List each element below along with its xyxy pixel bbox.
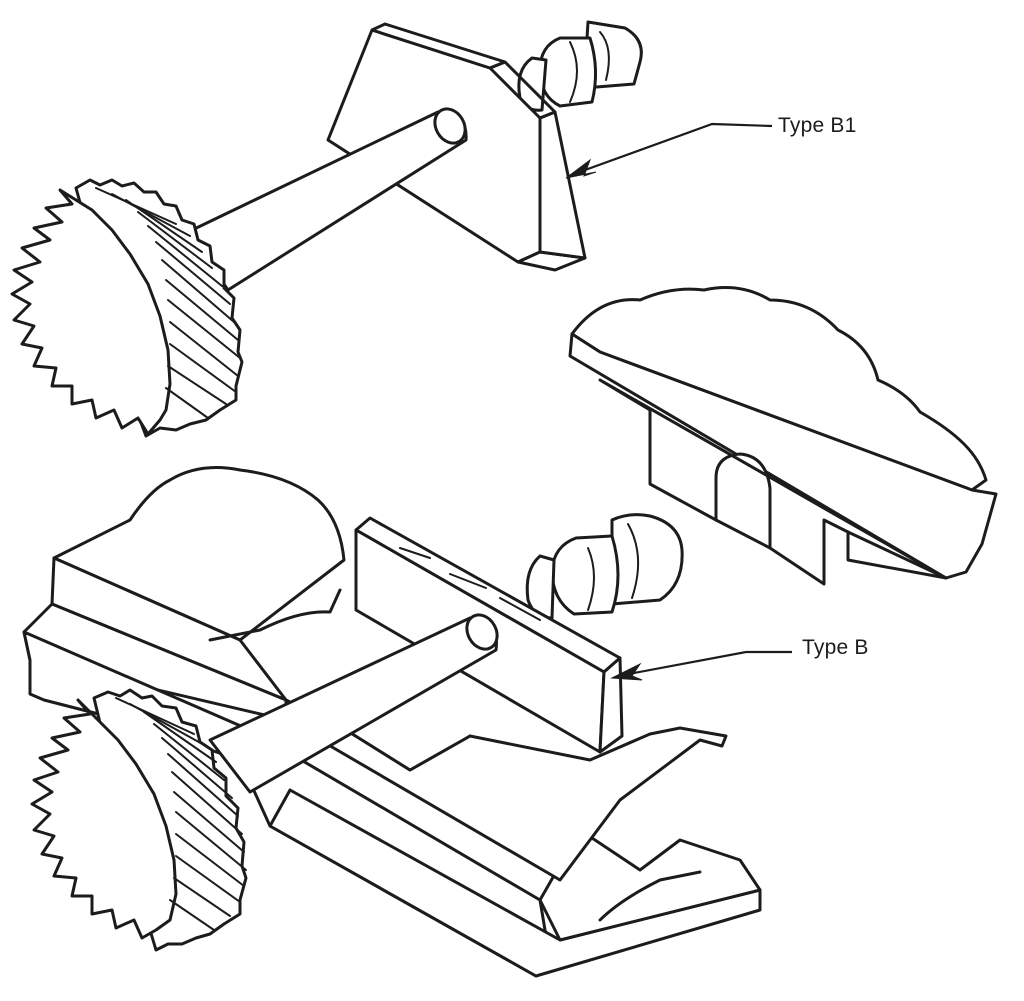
type-b-shaft (208, 613, 499, 794)
slotted-bracket (568, 286, 998, 586)
type-b1-leader (565, 122, 773, 179)
type-b-knurled-knob (30, 688, 248, 952)
type-b-leader (610, 650, 792, 681)
type-b1-knurled-knob (10, 178, 244, 438)
assembly-type-b (22, 466, 792, 978)
assembly-type-b1 (10, 20, 773, 438)
type-b1-stud (517, 20, 643, 112)
callout-label-type-b: Type B (802, 636, 869, 659)
type-b-stud (525, 513, 684, 620)
type-b1-shaft (186, 107, 468, 292)
callout-label-type-b1: Type B1 (778, 114, 857, 137)
